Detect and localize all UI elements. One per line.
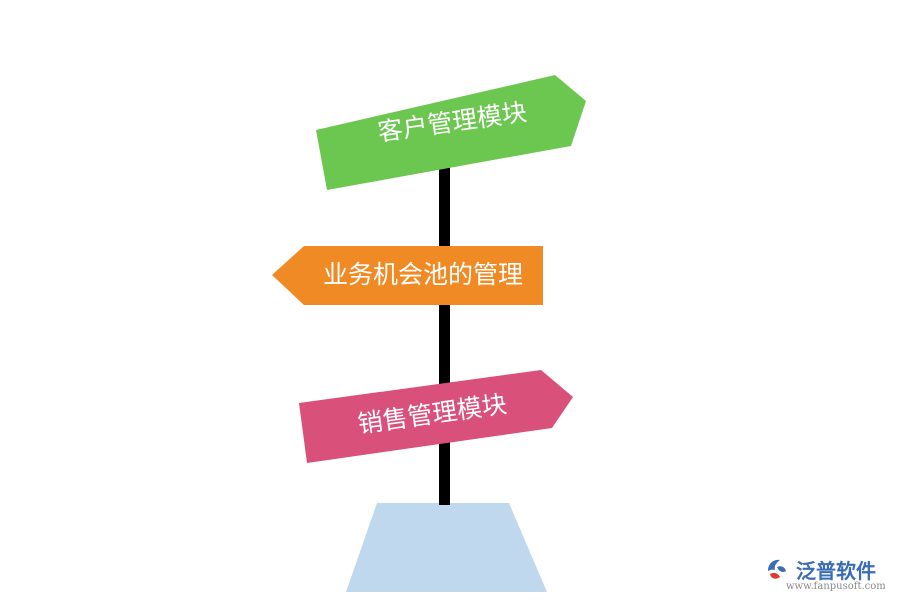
sign-customer-management [316, 75, 586, 190]
brand-name: 泛普软件 [796, 559, 876, 583]
sign-sales-management [299, 370, 573, 463]
fanpu-logo-icon [768, 559, 786, 579]
signpost-base [346, 503, 547, 592]
signpost-pole [439, 155, 450, 505]
sign-label-opportunity-pool: 业务机会池的管理 [323, 260, 524, 289]
brand-url: www.fanpusoft.com [786, 581, 886, 592]
brand-watermark: 泛普软件 [766, 555, 876, 584]
sign-opportunity-pool [272, 246, 543, 305]
